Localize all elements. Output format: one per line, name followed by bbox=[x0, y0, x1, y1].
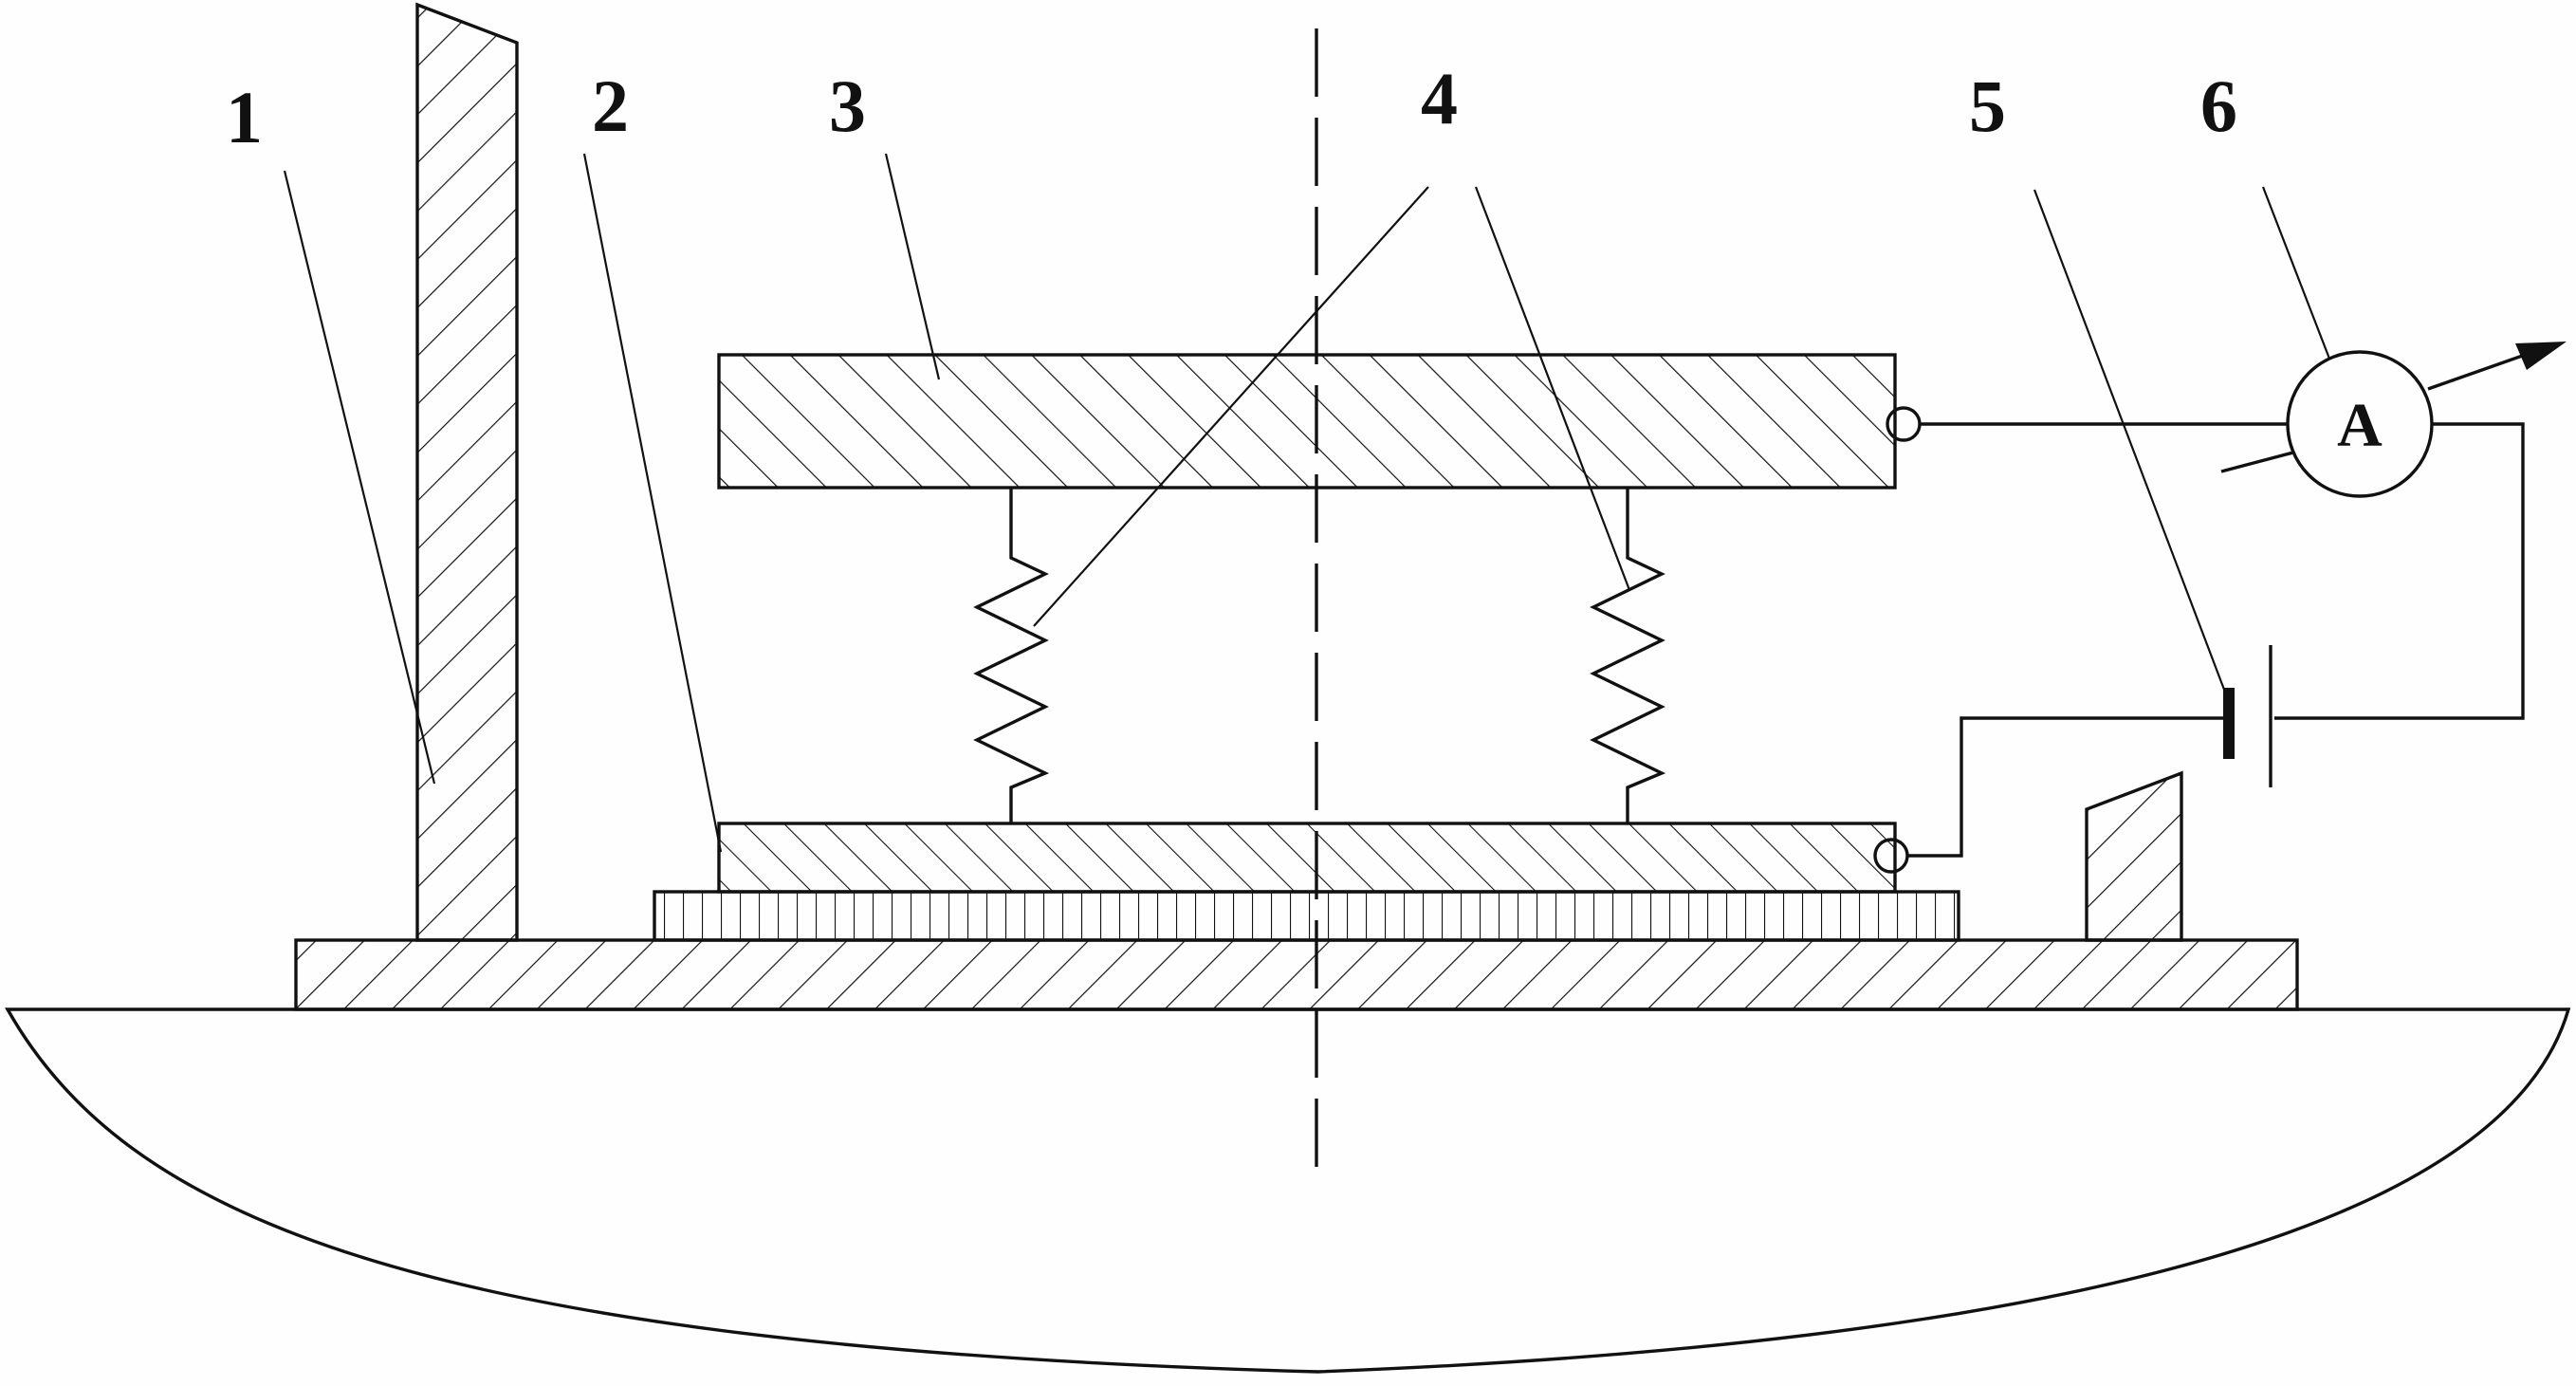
wire-lower bbox=[1907, 716, 2229, 858]
leader-3 bbox=[884, 153, 941, 380]
leader-2 bbox=[582, 153, 723, 853]
hull bbox=[5, 1007, 2571, 1374]
label-5: 5 bbox=[1969, 65, 2006, 147]
lower-plate bbox=[717, 822, 1897, 894]
comb-strip bbox=[653, 890, 1960, 942]
label-6: 6 bbox=[2200, 65, 2237, 147]
ammeter-icon: A bbox=[2220, 342, 2567, 498]
label-4: 4 bbox=[1421, 57, 1458, 139]
leader-4a bbox=[1033, 186, 1429, 627]
right-post bbox=[2085, 770, 2183, 942]
label-3: 3 bbox=[829, 65, 866, 147]
wire-right bbox=[2274, 422, 2525, 720]
ammeter-letter: A bbox=[2337, 391, 2383, 460]
label-1: 1 bbox=[226, 76, 263, 158]
spring-left bbox=[973, 488, 1050, 823]
label-2: 2 bbox=[592, 65, 629, 147]
leader-6 bbox=[2261, 186, 2331, 360]
base-plate bbox=[294, 938, 2299, 1011]
vertical-wall bbox=[415, 2, 519, 942]
leader-1 bbox=[283, 170, 436, 785]
upper-plate bbox=[717, 353, 1897, 490]
leader-5 bbox=[2033, 189, 2231, 703]
battery-icon bbox=[2223, 645, 2272, 787]
spring-right bbox=[1590, 488, 1666, 823]
leader-4b bbox=[1474, 186, 1631, 591]
